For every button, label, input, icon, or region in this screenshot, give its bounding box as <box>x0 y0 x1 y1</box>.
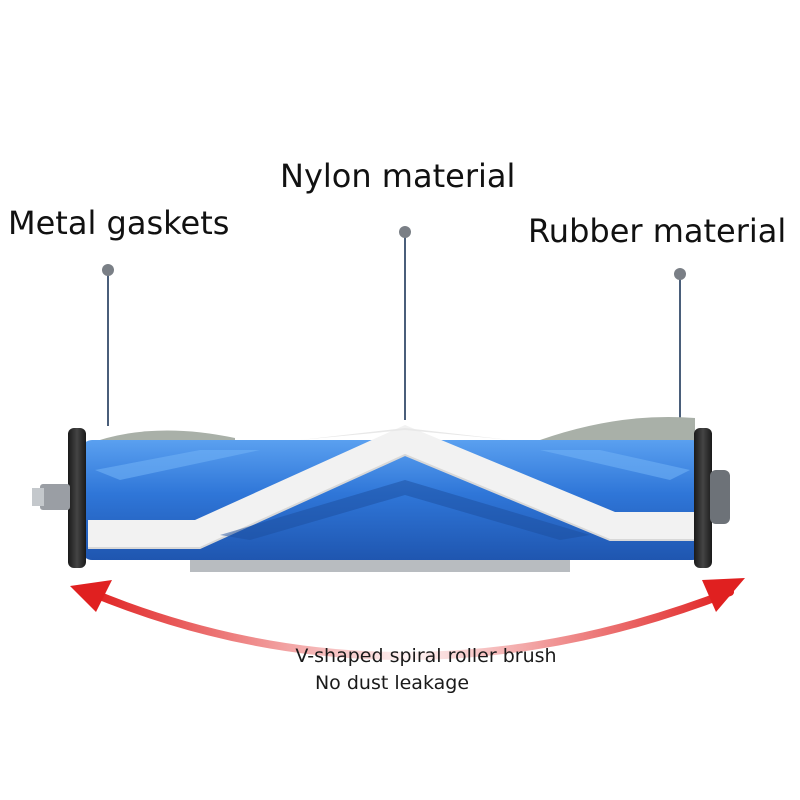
roller-body <box>82 425 702 560</box>
arrow-head-right <box>702 578 745 612</box>
metal-gaskets-label: Metal gaskets <box>8 204 230 242</box>
caption-line-2: No dust leakage <box>314 672 470 694</box>
nylon-material-label: Nylon material <box>280 157 516 195</box>
direction-arrow <box>70 578 745 660</box>
end-caps <box>32 428 730 568</box>
pointer-lines <box>102 226 686 426</box>
arrow-head-left <box>70 580 112 612</box>
rubber-material-label: Rubber material <box>528 212 787 250</box>
caption-line-1: V-shaped spiral roller brush <box>295 645 557 667</box>
